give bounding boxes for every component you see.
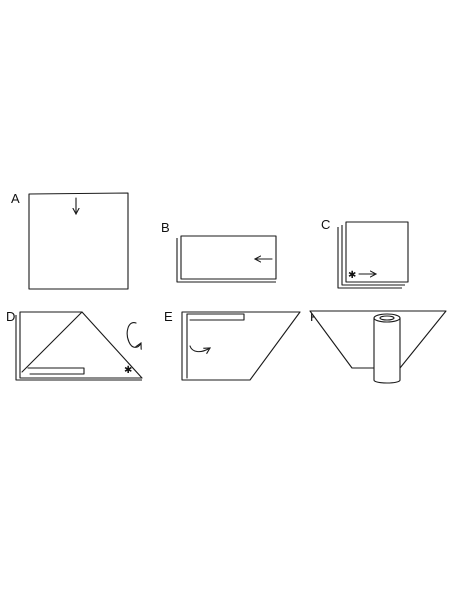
- inner-flap: [27, 367, 85, 375]
- top-flap: [186, 313, 245, 321]
- corner-marker-star: ✱: [124, 365, 132, 376]
- napkin-cylinder-top: [373, 313, 401, 323]
- step-e: E: [164, 309, 301, 381]
- step-f: F: [309, 309, 447, 384]
- napkin-triangle-fold: [19, 311, 143, 379]
- napkin-cylinder-body: [373, 317, 401, 384]
- napkin-cone: [181, 311, 301, 381]
- step-c-label: C: [321, 217, 330, 232]
- step-d: D ✱: [6, 309, 143, 381]
- napkin-folded-half: [180, 235, 277, 280]
- cylinder-opening: [379, 315, 395, 321]
- curved-arrow-icon: [189, 345, 210, 352]
- step-b-label: B: [161, 220, 170, 235]
- step-c: C ✱: [321, 217, 409, 289]
- step-e-label: E: [164, 309, 173, 324]
- rotate-arrow-icon: [126, 322, 141, 348]
- square-napkin: [28, 192, 129, 290]
- corner-marker-star: ✱: [348, 270, 356, 281]
- napkin-quarter-fold: [345, 221, 409, 283]
- step-d-label: D: [6, 309, 15, 324]
- step-a-label: A: [11, 191, 20, 206]
- diagonal-fold-line: [21, 311, 83, 373]
- step-b: B: [161, 220, 277, 283]
- step-a: A: [11, 191, 129, 290]
